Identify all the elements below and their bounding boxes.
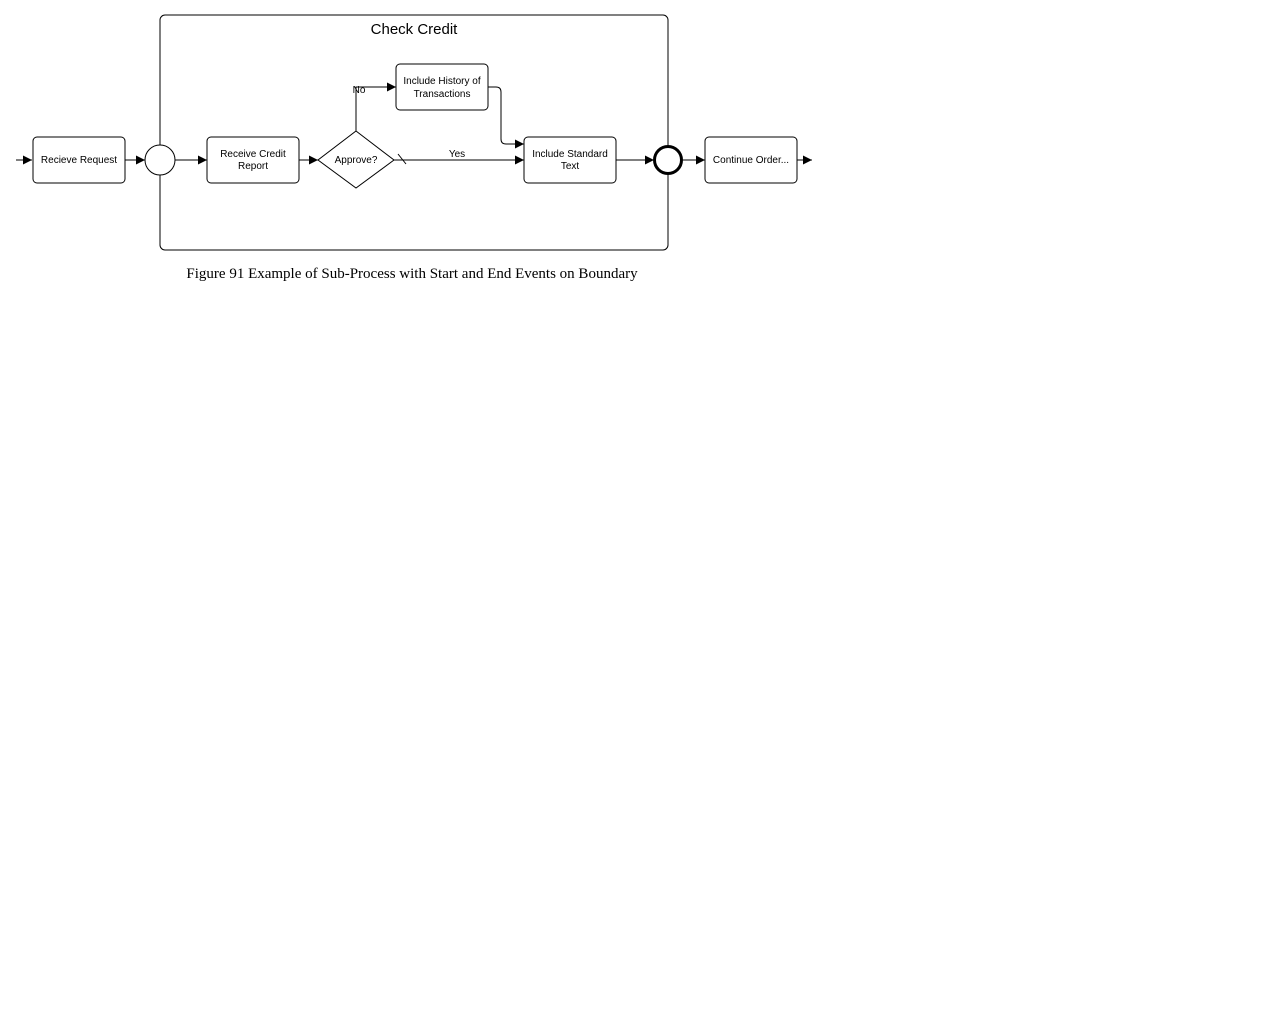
task-include-history: Include History of Transactions bbox=[395, 63, 489, 111]
default-flow-marker bbox=[397, 153, 407, 165]
sequence-flows bbox=[16, 82, 812, 165]
task-label-line-2: Report bbox=[238, 161, 268, 172]
task-recieve-request: Recieve Request bbox=[32, 136, 126, 184]
task-box bbox=[32, 136, 126, 184]
flow-gateway-no bbox=[355, 82, 396, 131]
gateway-approve: Approve? bbox=[317, 130, 395, 189]
task-label-line-2: Text bbox=[561, 161, 580, 172]
task-continue-order: Continue Order... bbox=[704, 136, 798, 184]
task-label-line-2: Transactions bbox=[414, 89, 471, 100]
flow-history-to-standard-text bbox=[488, 86, 524, 149]
task-label-line-1: Receive Credit bbox=[220, 149, 286, 160]
flow-label-no: No bbox=[353, 85, 366, 96]
task-label-line-1: Include Standard bbox=[532, 149, 608, 160]
subprocess-border bbox=[159, 14, 669, 251]
subprocess-title: Check Credit bbox=[371, 21, 459, 38]
task-label: Continue Order... bbox=[713, 155, 789, 166]
subprocess-check-credit: Check Credit bbox=[159, 14, 669, 251]
gateway-diamond bbox=[317, 130, 395, 189]
figure-caption: Figure 91 Example of Sub-Process with St… bbox=[186, 266, 638, 282]
task-box bbox=[523, 136, 617, 184]
flow-label-yes: Yes bbox=[449, 149, 465, 160]
task-label: Recieve Request bbox=[41, 155, 117, 166]
task-receive-credit-report: Receive Credit Report bbox=[206, 136, 300, 184]
task-box bbox=[395, 63, 489, 111]
task-include-standard-text: Include Standard Text bbox=[523, 136, 617, 184]
end-event bbox=[653, 145, 683, 175]
task-box bbox=[704, 136, 798, 184]
gateway-label: Approve? bbox=[335, 155, 378, 166]
task-box bbox=[206, 136, 300, 184]
task-label-line-1: Include History of bbox=[403, 76, 480, 87]
start-event bbox=[144, 144, 176, 176]
